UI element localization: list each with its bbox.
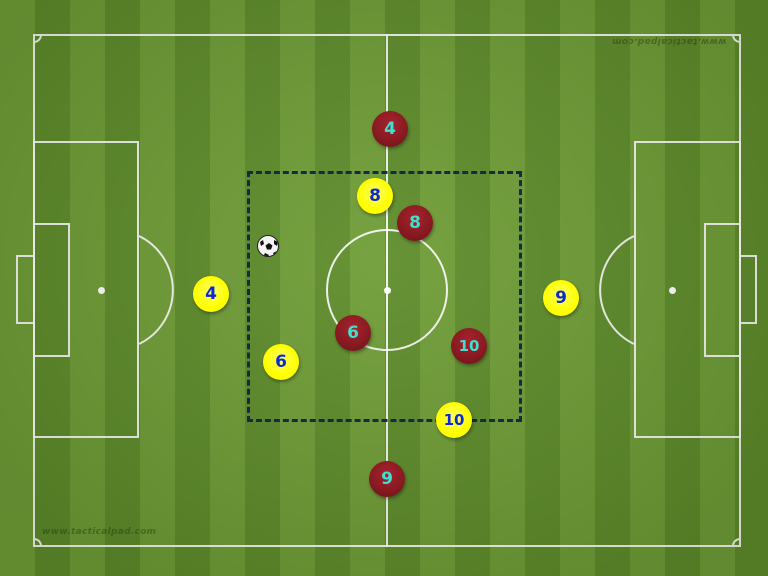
corner-arc-top-left (34, 35, 42, 43)
home-player-10[interactable]: 10 (436, 402, 472, 438)
player-number: 6 (347, 323, 359, 343)
corner-arc-bottom-left (34, 538, 42, 546)
soccer-ball-icon[interactable] (257, 235, 279, 257)
player-number: 10 (443, 411, 465, 429)
player-number: 8 (369, 186, 381, 206)
corner-arc-top-right (732, 35, 740, 43)
home-player-4[interactable]: 4 (193, 276, 229, 312)
right-penalty-arc (599, 235, 635, 345)
away-player-4[interactable]: 4 (372, 111, 408, 147)
player-number: 9 (555, 288, 567, 308)
away-player-6[interactable]: 6 (335, 315, 371, 351)
player-number: 9 (381, 469, 393, 489)
centre-circle (326, 229, 448, 351)
home-player-8[interactable]: 8 (357, 178, 393, 214)
player-number: 8 (409, 213, 421, 233)
away-player-10[interactable]: 10 (451, 328, 487, 364)
centre-spot (383, 286, 391, 294)
left-penalty-spot (97, 286, 105, 294)
away-player-8[interactable]: 8 (397, 205, 433, 241)
watermark-bottom-left: www.tacticalpad.com (42, 527, 157, 537)
right-goal (739, 255, 757, 324)
away-player-9[interactable]: 9 (369, 461, 405, 497)
player-number: 4 (205, 284, 217, 304)
left-penalty-arc (138, 235, 174, 345)
home-player-9[interactable]: 9 (543, 280, 579, 316)
home-player-6[interactable]: 6 (263, 344, 299, 380)
left-goal (16, 255, 35, 324)
player-number: 10 (458, 337, 480, 355)
corner-arc-bottom-right (732, 538, 740, 546)
watermark-top-right: www.tacticalpad.com (612, 36, 727, 46)
right-penalty-spot (668, 286, 676, 294)
training-zone-dashed[interactable] (247, 171, 522, 422)
player-number: 6 (275, 352, 287, 372)
player-number: 4 (384, 119, 396, 139)
